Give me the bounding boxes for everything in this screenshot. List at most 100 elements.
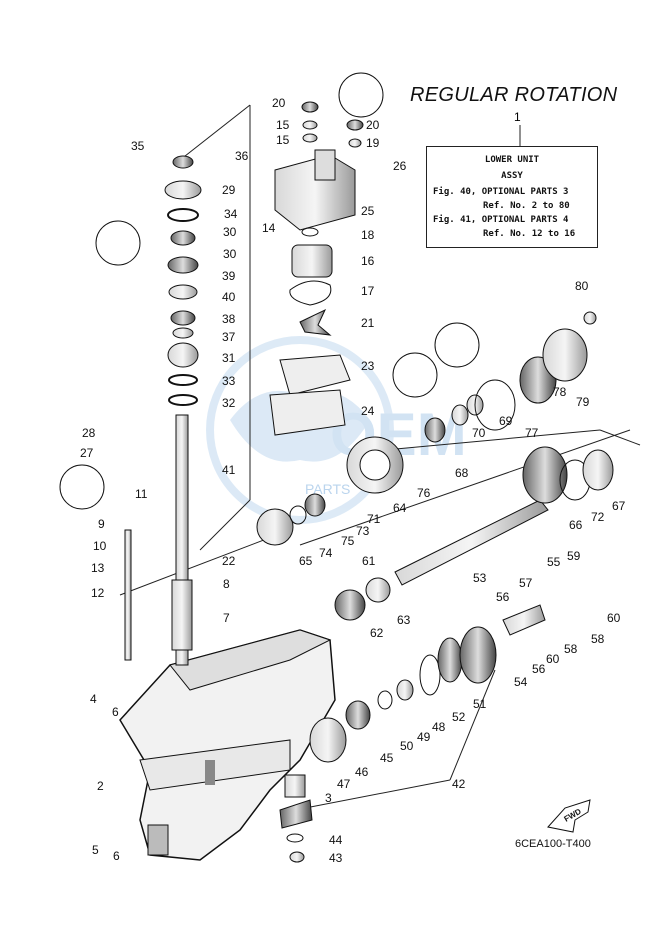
part-callout-36: 36	[235, 149, 249, 163]
part-callout-4: 4	[90, 692, 97, 706]
part-callout-33: 33	[222, 374, 236, 388]
part-callout-60: 60	[546, 652, 560, 666]
part-callout-21: 21	[361, 316, 375, 330]
part-callout-30: 30	[223, 225, 237, 239]
right-gears	[256, 311, 614, 863]
part-callout-35: 35	[131, 139, 145, 153]
part-callout-41: 41	[222, 463, 236, 477]
part-callout-67: 67	[612, 499, 626, 513]
part-callout-34: 34	[224, 207, 238, 221]
part-callout-23: 23	[361, 359, 375, 373]
part-callouts: 2015152019263536293430303940383731333214…	[80, 96, 626, 865]
part-callout-48: 48	[432, 720, 446, 734]
part-callout-76: 76	[417, 486, 431, 500]
part-callout-56: 56	[496, 590, 510, 604]
part-callout-54: 54	[514, 675, 528, 689]
part-callout-60: 60	[607, 611, 621, 625]
ref-line-6: Ref. No. 12 to 16	[483, 229, 576, 239]
part-callout-56: 56	[532, 662, 546, 676]
part-callout-61: 61	[362, 554, 376, 568]
part-callout-49: 49	[417, 730, 431, 744]
part-callout-64: 64	[393, 501, 407, 515]
page-title: REGULAR ROTATION	[410, 84, 618, 106]
part-callout-3: 3	[325, 791, 332, 805]
part-callout-68: 68	[455, 466, 469, 480]
part-callout-52: 52	[452, 710, 466, 724]
part-callout-13: 13	[91, 561, 105, 575]
part-callout-12: 12	[91, 586, 105, 600]
part-callout-30: 30	[223, 247, 237, 261]
part-callout-75: 75	[341, 534, 355, 548]
part-callout-32: 32	[222, 396, 236, 410]
part-callout-17: 17	[361, 284, 375, 298]
ref-line-3: Fig. 40, OPTIONAL PARTS 3	[433, 187, 569, 197]
part-callout-63: 63	[397, 613, 411, 627]
part-callout-16: 16	[361, 254, 375, 268]
part-callout-27: 27	[80, 446, 94, 460]
part-callout-7: 7	[223, 611, 230, 625]
part-callout-78: 78	[553, 385, 567, 399]
part-callout-53: 53	[473, 571, 487, 585]
part-callout-31: 31	[222, 351, 236, 365]
part-callout-45: 45	[380, 751, 394, 765]
detail-insets	[59, 72, 480, 510]
part-callout-72: 72	[591, 510, 605, 524]
part-callout-69: 69	[499, 414, 513, 428]
part-callout-2: 2	[97, 779, 104, 793]
shift-rod	[124, 529, 132, 661]
ref-line-2: ASSY	[501, 171, 523, 181]
part-callout-25: 25	[361, 204, 375, 218]
water-pump-parts	[269, 101, 364, 436]
part-callout-22: 22	[222, 554, 236, 568]
part-callout-58: 58	[591, 632, 605, 646]
part-callout-9: 9	[98, 517, 105, 531]
part-callout-50: 50	[400, 739, 414, 753]
part-callout-8: 8	[223, 577, 230, 591]
water-pump-housing	[274, 149, 356, 231]
part-callout-73: 73	[356, 524, 370, 538]
fwd-arrow-icon: FWD	[547, 799, 591, 833]
part-callout-24: 24	[361, 404, 375, 418]
part-callout-15: 15	[276, 118, 290, 132]
part-callout-29: 29	[222, 183, 236, 197]
part-callout-71: 71	[367, 512, 381, 526]
part-callout-70: 70	[472, 426, 486, 440]
part-callout-37: 37	[222, 330, 236, 344]
drive-shaft	[171, 414, 193, 666]
part-callout-80: 80	[575, 279, 589, 293]
part-callout-62: 62	[370, 626, 384, 640]
part-callout-77: 77	[525, 426, 539, 440]
ref-line-4: Ref. No. 2 to 80	[483, 201, 570, 211]
part-callout-51: 51	[473, 697, 487, 711]
part-callout-26: 26	[393, 159, 407, 173]
part-callout-20: 20	[272, 96, 286, 110]
ref-line-1: LOWER UNIT	[484, 155, 540, 165]
propeller-shaft	[394, 499, 549, 586]
part-callout-43: 43	[329, 851, 343, 865]
ref-callout-number: 1	[514, 110, 521, 124]
diagram-code: 6CEA100-T400	[515, 838, 591, 850]
part-callout-58: 58	[564, 642, 578, 656]
part-callout-14: 14	[262, 221, 276, 235]
reference-box: LOWER UNIT ASSY Fig. 40, OPTIONAL PARTS …	[426, 146, 598, 248]
part-callout-57: 57	[519, 576, 533, 590]
part-callout-74: 74	[319, 546, 333, 560]
part-callout-42: 42	[452, 777, 466, 791]
part-callout-65: 65	[299, 554, 313, 568]
part-callout-28: 28	[82, 426, 96, 440]
part-callout-59: 59	[567, 549, 581, 563]
part-callout-6: 6	[113, 849, 120, 863]
part-callout-10: 10	[93, 539, 107, 553]
part-callout-18: 18	[361, 228, 375, 242]
ref-line-5: Fig. 41, OPTIONAL PARTS 4	[433, 215, 569, 225]
part-callout-47: 47	[337, 777, 351, 791]
part-callout-39: 39	[222, 269, 236, 283]
part-callout-79: 79	[576, 395, 590, 409]
part-callout-11: 11	[135, 487, 148, 501]
left-stack	[164, 155, 202, 406]
part-callout-5: 5	[92, 843, 99, 857]
part-callout-15: 15	[276, 133, 290, 147]
assembly-lines	[119, 104, 641, 811]
part-callout-20: 20	[366, 118, 380, 132]
